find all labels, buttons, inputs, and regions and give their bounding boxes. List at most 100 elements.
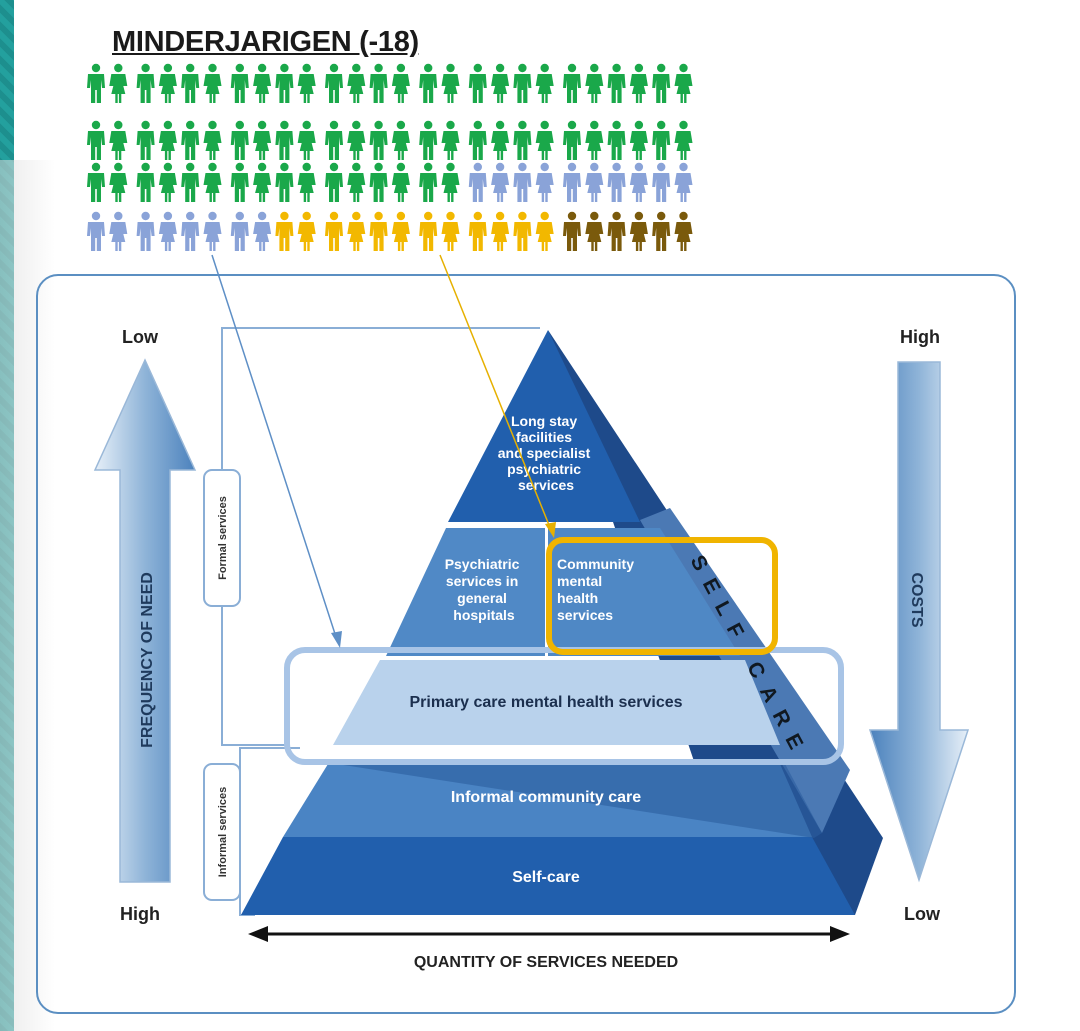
person-icon bbox=[652, 162, 671, 202]
person-icon bbox=[491, 120, 510, 160]
person-icon bbox=[535, 63, 554, 103]
person-icon bbox=[652, 211, 671, 251]
person-icon bbox=[674, 162, 693, 202]
costs-high-label: High bbox=[900, 327, 940, 347]
person-icon bbox=[181, 162, 200, 202]
costs-axis-label: COSTS bbox=[908, 572, 925, 627]
person-icon bbox=[158, 162, 177, 202]
person-icon bbox=[158, 120, 177, 160]
lightblue-connector-head bbox=[331, 631, 342, 648]
person-icon bbox=[325, 211, 343, 251]
community-highlight bbox=[546, 537, 778, 655]
quantity-arrow-right-head bbox=[830, 926, 850, 942]
person-icon bbox=[297, 63, 316, 103]
diagram-frame bbox=[36, 274, 1016, 1014]
person-icon bbox=[629, 63, 648, 103]
person-icon bbox=[347, 120, 366, 160]
frequency-arrow bbox=[93, 358, 197, 883]
tier-informal-lip bbox=[324, 762, 822, 838]
person-icon bbox=[629, 211, 648, 251]
person-icon bbox=[585, 120, 604, 160]
person-icon bbox=[136, 162, 155, 202]
person-icon bbox=[513, 162, 532, 202]
tier-top-line-5: services bbox=[518, 477, 574, 493]
person-icon bbox=[203, 162, 222, 202]
person-icon bbox=[109, 120, 128, 160]
person-icon bbox=[468, 162, 487, 202]
person-icon bbox=[109, 162, 128, 202]
person-icon bbox=[158, 211, 177, 251]
person-icon bbox=[347, 63, 366, 103]
person-icon bbox=[391, 63, 410, 103]
person-icon bbox=[585, 211, 604, 251]
quantity-label: QUANTITY OF SERVICES NEEDED bbox=[414, 954, 678, 971]
person-icon bbox=[419, 63, 438, 103]
background-fade bbox=[0, 160, 55, 1031]
person-icon bbox=[275, 162, 294, 202]
person-icon bbox=[203, 211, 222, 251]
tier-community-line-3: health bbox=[557, 590, 598, 606]
person-icon bbox=[391, 211, 410, 251]
person-icon bbox=[535, 120, 554, 160]
person-icon bbox=[491, 162, 510, 202]
page-title: MINDERJARIGEN (-18) bbox=[112, 26, 419, 58]
person-icon bbox=[441, 211, 460, 251]
people-chart bbox=[87, 63, 693, 251]
person-icon bbox=[158, 63, 177, 103]
person-icon bbox=[563, 63, 581, 103]
tier-top-line-3: and specialist bbox=[498, 445, 591, 461]
person-icon bbox=[513, 63, 532, 103]
person-icon bbox=[441, 120, 460, 160]
person-icon bbox=[87, 120, 105, 160]
person-icon bbox=[253, 211, 272, 251]
tier-primary bbox=[333, 660, 780, 745]
tier-psychiatric-line-2: services in bbox=[446, 573, 518, 589]
formal-services-label: Formal services bbox=[217, 496, 229, 580]
person-icon bbox=[87, 63, 105, 103]
person-icon bbox=[468, 120, 487, 160]
person-icon bbox=[297, 211, 316, 251]
person-icon bbox=[535, 162, 554, 202]
tier-community bbox=[548, 528, 740, 656]
person-icon bbox=[585, 63, 604, 103]
person-icon bbox=[513, 120, 532, 160]
frequency-low-label: Low bbox=[122, 327, 159, 347]
person-icon bbox=[629, 162, 648, 202]
person-icon bbox=[369, 211, 388, 251]
person-icon bbox=[419, 120, 438, 160]
tier-psychiatric-text: Psychiatric services in general hospital… bbox=[445, 556, 524, 623]
informal-services-label: Informal services bbox=[217, 787, 229, 878]
person-icon bbox=[391, 162, 410, 202]
person-icon bbox=[136, 63, 155, 103]
person-icon bbox=[275, 63, 294, 103]
person-icon bbox=[203, 120, 222, 160]
person-icon bbox=[652, 63, 671, 103]
person-icon bbox=[109, 211, 128, 251]
person-icon bbox=[674, 211, 693, 251]
person-icon bbox=[136, 120, 155, 160]
person-icon bbox=[253, 63, 272, 103]
tier-top-text: Long stay facilities and specialist psyc… bbox=[498, 413, 594, 493]
person-icon bbox=[535, 211, 554, 251]
person-icon bbox=[275, 120, 294, 160]
tier-top bbox=[448, 330, 640, 522]
person-icon bbox=[109, 63, 128, 103]
tier-selfcare bbox=[241, 837, 855, 915]
tier-top-line-2: facilities bbox=[516, 429, 572, 445]
tier-psychiatric-line-1: Psychiatric bbox=[445, 556, 520, 572]
person-icon bbox=[369, 63, 388, 103]
yellow-connector-head bbox=[545, 522, 556, 538]
tier-community-line-4: services bbox=[557, 607, 613, 623]
person-icon bbox=[369, 162, 388, 202]
person-icon bbox=[325, 63, 343, 103]
person-icon bbox=[181, 211, 200, 251]
costs-low-label: Low bbox=[904, 904, 941, 924]
person-icon bbox=[181, 63, 200, 103]
person-icon bbox=[563, 162, 581, 202]
person-icon bbox=[369, 120, 388, 160]
person-icon bbox=[607, 211, 626, 251]
yellow-connector-arrow bbox=[439, 254, 552, 531]
tier-psychiatric-line-3: general bbox=[457, 590, 507, 606]
person-icon bbox=[419, 211, 438, 251]
person-icon bbox=[441, 162, 460, 202]
